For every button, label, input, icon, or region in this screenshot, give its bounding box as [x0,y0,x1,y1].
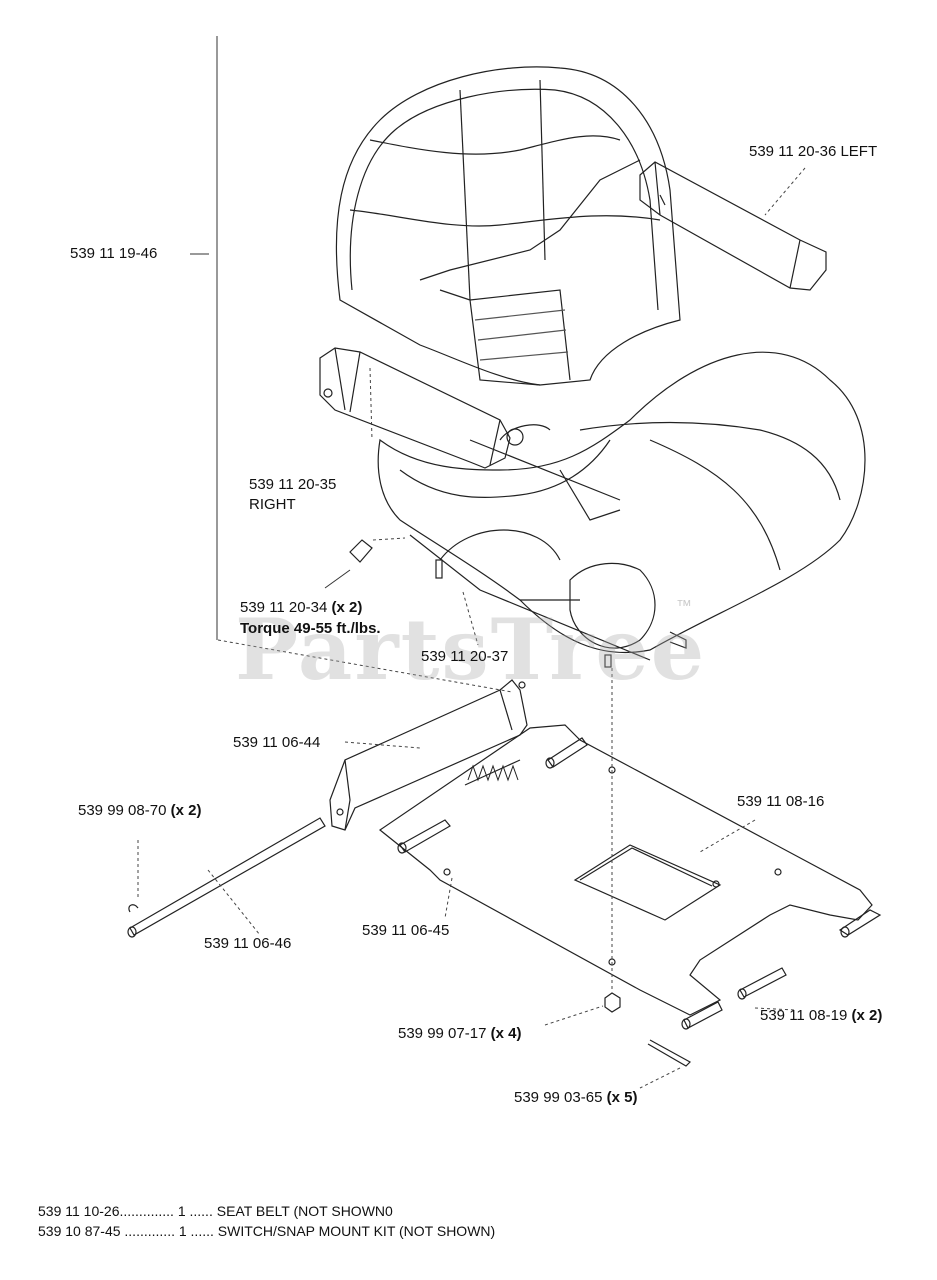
footnote-switch-kit: 539 10 87-45 ............. 1 ...... SWIT… [38,1223,496,1239]
seat-back [335,66,681,386]
pivot-pin-quantity: (x 2) [851,1007,883,1024]
retaining-clip [128,840,139,913]
label-pivot-pin: 539 11 08-19 (x 2) [760,1007,882,1025]
mount-nut-number: 539 99 07-17 [398,1025,487,1042]
seat-bolt-quantity: (x 2) [331,599,363,616]
footnote-seat-belt: 539 11 10-26.............. 1 ...... SEAT… [38,1203,393,1219]
armrest-right [319,347,551,469]
leader-lines [207,167,806,1089]
spring-assembly [397,737,588,854]
label-hinge-bracket: 539 11 06-44 [233,734,321,751]
cotter-pin-number: 539 99 03-65 [514,1089,603,1106]
mount-nut-quantity: (x 4) [490,1025,522,1042]
retaining-clip-number: 539 99 08-70 [78,802,167,819]
pivot-pin [681,967,787,1030]
seat-cushion [377,351,866,654]
label-armrest-right-side: RIGHT [249,496,296,513]
label-mount-nut: 539 99 07-17 (x 4) [398,1025,521,1043]
seat-pan [378,724,882,1016]
seat-bolt [324,537,406,589]
cotter-pin [647,1039,691,1067]
label-seat-bolt: 539 11 20-34 (x 2) [240,599,362,617]
label-seat-assembly: 539 11 19-46 [70,245,158,262]
retaining-clip-quantity: (x 2) [170,802,202,819]
label-armrest-right-number: 539 11 20-35 [249,476,337,493]
torque-word: Torque [240,620,290,637]
label-retaining-clip: 539 99 08-70 (x 2) [78,802,201,820]
hinge-bracket [329,679,528,831]
label-seat-bracket: 539 11 20-37 [421,648,509,665]
label-hinge-rod: 539 11 06-46 [204,935,292,952]
label-armrest-left: 539 11 20-36 LEFT [749,143,878,160]
hinge-rod [127,817,326,938]
watermark: PartsTree [235,600,707,699]
pivot-pin-number: 539 11 08-19 [760,1007,848,1024]
seat-bolt-number: 539 11 20-34 [240,599,328,616]
label-spring: 539 11 06-45 [362,922,450,939]
watermark-trademark: ™ [676,598,692,615]
label-torque: Torque 49-55 ft./lbs. [240,620,381,638]
mount-nut [604,668,621,1013]
armrest-left [639,161,827,291]
torque-value: 49-55 ft./lbs. [293,620,381,637]
label-seat-pan: 539 11 08-16 [737,793,825,810]
cotter-pin-quantity: (x 5) [606,1089,638,1106]
seat-bracket [409,534,687,668]
label-cotter-pin: 539 99 03-65 (x 5) [514,1089,637,1107]
seat-assembly-bracket [190,36,218,640]
